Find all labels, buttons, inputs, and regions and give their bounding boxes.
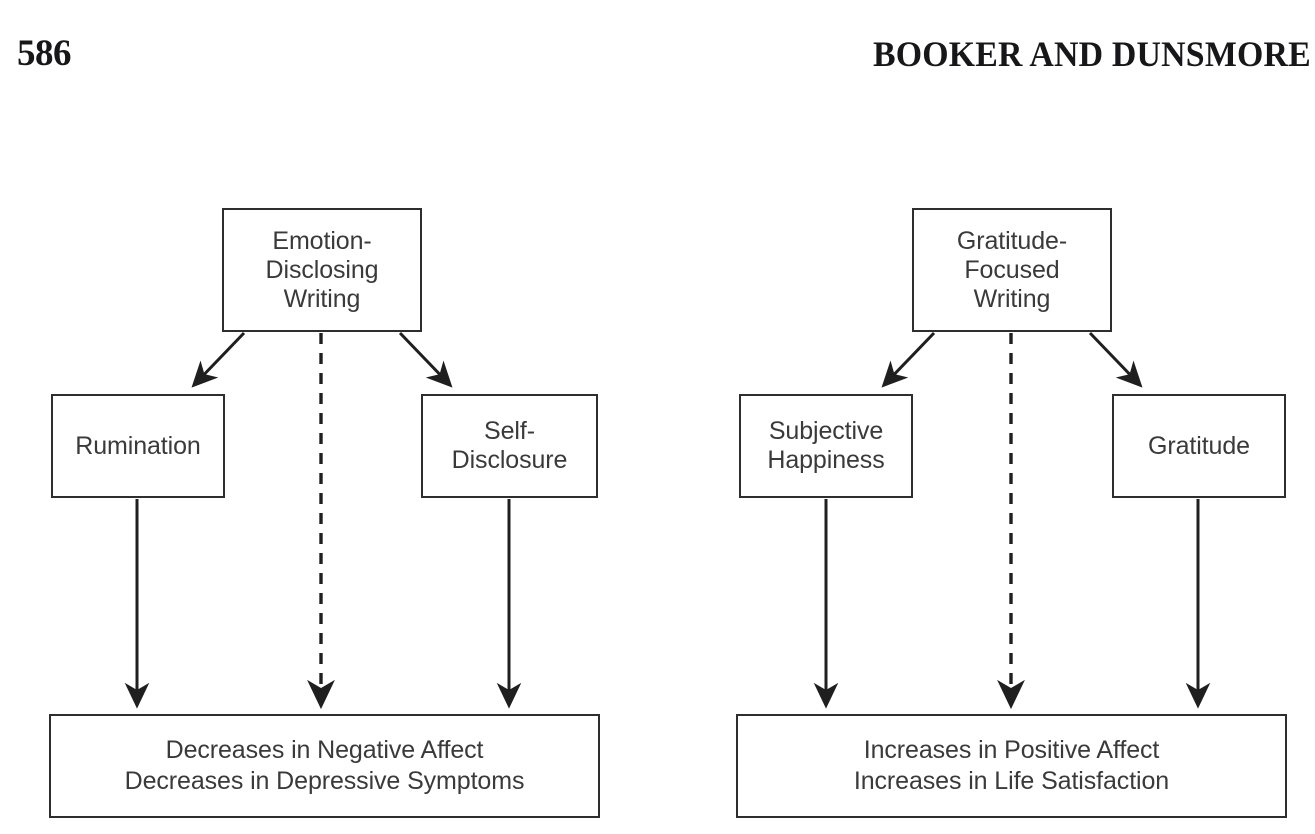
node-subjective-happiness: Subjective Happiness (739, 394, 913, 498)
node-gratitude-focused-writing: Gratitude- Focused Writing (912, 208, 1112, 332)
edge-gratitude-writing-to-subjective-happiness (881, 331, 936, 388)
edge-emotion-writing-to-rumination (191, 331, 246, 388)
running-head: 586 BOOKER AND DUNSMORE (0, 0, 1315, 90)
node-outcomes-negative-affect: Decreases in Negative Affect Decreases i… (49, 714, 600, 818)
node-rumination: Rumination (51, 394, 225, 498)
edge-gratitude-writing-to-gratitude (1088, 331, 1143, 388)
node-gratitude: Gratitude (1112, 394, 1286, 498)
edge-emotion-writing-to-self-disclosure (398, 331, 453, 388)
edge-group-right-panel (813, 331, 1211, 710)
page-number: 586 (17, 33, 72, 74)
edge-group-left-panel (124, 331, 522, 710)
node-emotion-disclosing-writing: Emotion- Disclosing Writing (222, 208, 422, 332)
running-head-title: BOOKER AND DUNSMORE (873, 34, 1311, 74)
node-outcomes-positive-affect: Increases in Positive Affect Increases i… (736, 714, 1287, 818)
node-self-disclosure: Self- Disclosure (421, 394, 598, 498)
